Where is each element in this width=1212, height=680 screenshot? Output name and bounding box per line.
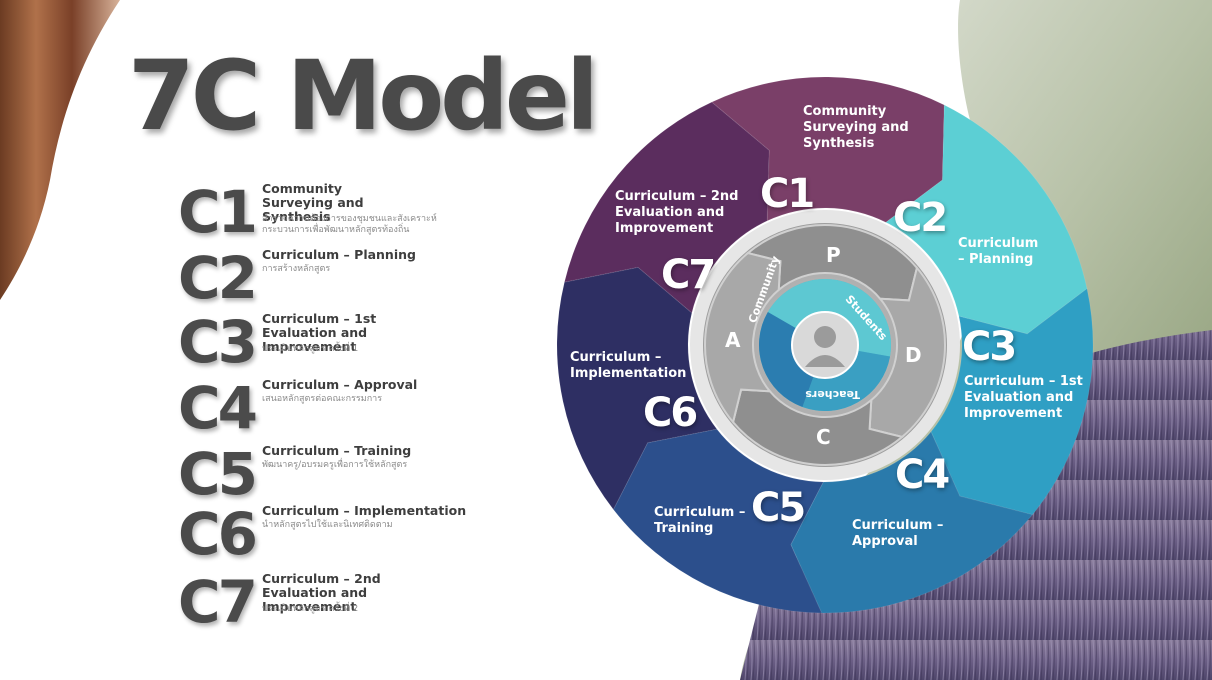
list-item-c3: C3 Curriculum – 1st Evaluation and Impro… bbox=[178, 312, 498, 378]
page-title: 7C Model bbox=[128, 40, 599, 152]
list-item-c2: C2 Curriculum – Planning การสร้างหลักสูต… bbox=[178, 248, 498, 314]
list-item-c7: C7 Curriculum – 2nd Evaluation and Impro… bbox=[178, 572, 498, 638]
list-name: Curriculum – 1st Evaluation and Improvem… bbox=[262, 311, 377, 354]
list-code: C4 bbox=[178, 374, 258, 442]
segment-label-c5: Curriculum – Training bbox=[654, 505, 746, 536]
segment-code-c1: C1 bbox=[760, 171, 815, 217]
segment-label-c7: Curriculum – 2nd Evaluation and Improvem… bbox=[615, 189, 739, 236]
list-name: Curriculum – Approval bbox=[262, 377, 418, 392]
list-item-c6: C6 Curriculum – Implementation นำหลักสูต… bbox=[178, 504, 498, 570]
list-item-c4: C4 Curriculum – Approval เสนอหลักสูตรต่อ… bbox=[178, 378, 498, 444]
list-sub: สำรวจความต้องการของชุมชนและสังเคราะห์ กร… bbox=[262, 214, 437, 235]
list-code: C3 bbox=[178, 308, 258, 376]
pdca-p: P bbox=[826, 243, 841, 267]
list-code: C1 bbox=[178, 178, 258, 246]
list-name: Curriculum – Training bbox=[262, 443, 412, 458]
segment-code-c6: C6 bbox=[643, 390, 698, 436]
pdca-c: C bbox=[816, 425, 831, 449]
pdca-arrow-3 bbox=[704, 251, 782, 425]
list-sub: การสร้างหลักสูตร bbox=[262, 264, 331, 274]
segment-label-c4: Curriculum – Approval bbox=[852, 518, 944, 549]
segment-c6 bbox=[556, 266, 718, 511]
list-sub: ประเมินหลักสูตร ครั้งที่ 1 bbox=[262, 344, 359, 354]
segment-label-c6: Curriculum – Implementation bbox=[570, 350, 687, 381]
segment-label-c1: Community Surveying and Synthesis bbox=[803, 104, 909, 151]
list-name: Curriculum – Implementation bbox=[262, 503, 467, 518]
list-item-c1: C1 Community Surveying and Synthesis สำร… bbox=[178, 182, 498, 248]
segment-c2 bbox=[885, 104, 1088, 335]
segment-code-c2: C2 bbox=[893, 195, 948, 241]
list-code: C5 bbox=[178, 440, 258, 508]
avatar-body-icon bbox=[805, 355, 845, 367]
segment-code-c5: C5 bbox=[751, 485, 806, 531]
list-name: Curriculum – 2nd Evaluation and Improvem… bbox=[262, 571, 381, 614]
segment-code-c3: C3 bbox=[962, 324, 1017, 370]
list-sub: พัฒนาครู/อบรมครูเพื่อการใช้หลักสูตร bbox=[262, 460, 408, 470]
pdca-d: D bbox=[905, 343, 922, 367]
segment-c5 bbox=[612, 428, 825, 614]
list-item-c5: C5 Curriculum – Training พัฒนาครู/อบรมคร… bbox=[178, 444, 498, 510]
segment-c7 bbox=[563, 101, 770, 314]
list-name: Community Surveying and Synthesis bbox=[262, 181, 364, 224]
list-sub: ประเมินหลักสูตร ครั้งที่ 2 bbox=[262, 604, 359, 614]
segment-code-c4: C4 bbox=[895, 452, 950, 498]
list-code: C7 bbox=[178, 568, 258, 636]
list-code: C2 bbox=[178, 244, 258, 312]
segment-c3 bbox=[930, 287, 1094, 516]
list-name: Curriculum – Planning bbox=[262, 247, 416, 262]
pdca-a: A bbox=[725, 328, 741, 352]
list-sub: เสนอหลักสูตรต่อคณะกรรมการ bbox=[262, 394, 383, 404]
avatar-head-icon bbox=[814, 326, 836, 348]
segment-label-c3: Curriculum – 1st Evaluation and Improvem… bbox=[964, 374, 1083, 421]
segment-c1 bbox=[710, 76, 945, 223]
segment-code-c7: C7 bbox=[661, 252, 716, 298]
segment-label-c2: Curriculum – Planning bbox=[958, 236, 1039, 267]
list-code: C6 bbox=[178, 500, 258, 568]
center-label-teachers: Teachers bbox=[805, 388, 860, 401]
wood-background bbox=[0, 0, 120, 300]
segment-c4 bbox=[790, 430, 1034, 614]
list-sub: นำหลักสูตรไปใช้และนิเทศติดตาม bbox=[262, 520, 393, 530]
